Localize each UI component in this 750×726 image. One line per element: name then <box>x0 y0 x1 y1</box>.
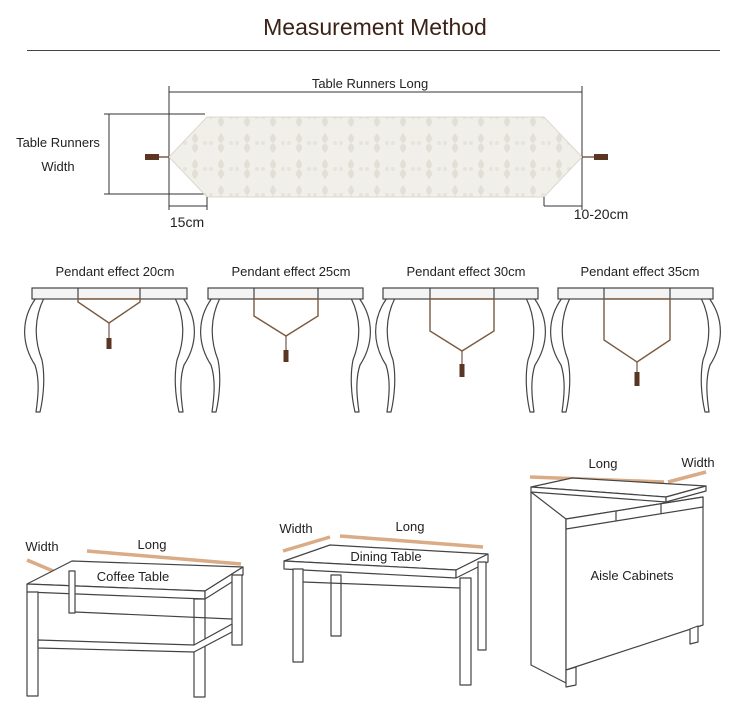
cabinet-width-label: Width <box>681 455 714 470</box>
pendant-tabletop <box>557 287 714 300</box>
pendant-tabletop <box>31 287 188 300</box>
pendant-table-30cm: Pendant effect 30cm <box>375 264 546 413</box>
right-tip-label: 10-20cm <box>574 206 628 222</box>
left-tip-label: 15cm <box>170 214 204 230</box>
pendant-effect-row: Pendant effect 20cm Pendant effect 25cm <box>24 264 721 413</box>
pendant-runner-tip <box>603 298 671 363</box>
pendant-table-20cm: Pendant effect 20cm <box>24 264 195 413</box>
cabinet-side <box>530 491 567 684</box>
aisle-cabinets-illustration: Long Width Aisle Cabinets <box>529 455 715 688</box>
cabinet-long-label: Long <box>589 456 618 471</box>
runner-width-label-2: Width <box>41 159 74 174</box>
right-tassel-icon <box>594 154 608 160</box>
pendant-runner-tip <box>429 298 495 352</box>
runner-measure-group: Table Runners Long Table Runners Width 1… <box>16 76 628 230</box>
coffee-width-label: Width <box>25 539 58 554</box>
coffee-table-illustration: Width Long Coffee Table <box>25 537 244 698</box>
coffee-long-label: Long <box>138 537 167 552</box>
pendant-runner-tip <box>253 298 319 337</box>
pendant-table-25cm: Pendant effect 25cm <box>200 264 371 413</box>
left-tassel-icon <box>145 154 159 160</box>
pendant-runner-tip <box>77 298 141 324</box>
dining-table-illustration: Width Long Dining Table <box>279 519 489 686</box>
tassel-icon <box>634 372 640 386</box>
title-divider <box>27 50 720 51</box>
pendant-label-25cm: Pendant effect 25cm <box>231 264 350 279</box>
coffee-long-tape <box>86 549 242 566</box>
dining-width-label: Width <box>279 521 312 536</box>
tassel-icon <box>106 338 112 349</box>
tassel-icon <box>283 350 289 362</box>
dining-long-label: Long <box>396 519 425 534</box>
tassel-icon <box>459 364 465 377</box>
table-runner-illustration <box>168 116 583 198</box>
dining-table-name: Dining Table <box>350 549 421 564</box>
page-title: Measurement Method <box>263 14 487 40</box>
pendant-table-35cm: Pendant effect 35cm <box>550 264 721 413</box>
cabinet-width-tape <box>667 470 707 484</box>
pendant-label-30cm: Pendant effect 30cm <box>406 264 525 279</box>
aisle-cabinets-name: Aisle Cabinets <box>590 568 674 583</box>
pendant-label-35cm: Pendant effect 35cm <box>580 264 699 279</box>
runner-width-label-1: Table Runners <box>16 135 100 150</box>
pendant-tabletop <box>207 287 364 300</box>
runner-long-label: Table Runners Long <box>312 76 428 91</box>
coffee-table-name: Coffee Table <box>97 569 170 584</box>
pendant-label-20cm: Pendant effect 20cm <box>55 264 174 279</box>
dining-width-tape <box>282 535 331 553</box>
dining-long-tape <box>339 534 484 549</box>
pendant-tabletop <box>382 287 539 300</box>
